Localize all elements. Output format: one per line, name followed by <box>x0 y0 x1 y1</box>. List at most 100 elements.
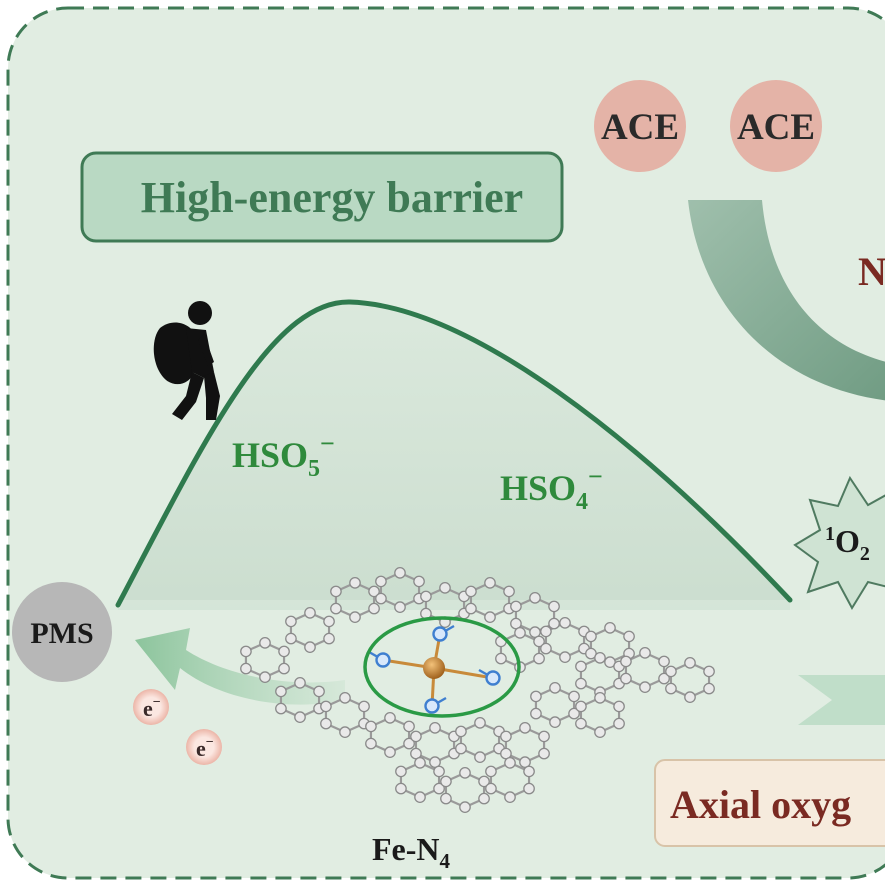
ace-circle-1 <box>594 80 686 172</box>
carbon-atom <box>323 615 335 628</box>
carbon-atom <box>613 717 625 730</box>
graphene-fe-n4-structure-icon <box>240 566 715 814</box>
carbon-atom <box>485 782 497 795</box>
carbon-atom <box>414 791 426 804</box>
carbon-atom <box>339 691 351 704</box>
carbon-atom <box>594 691 606 704</box>
carbon-atom <box>358 700 370 713</box>
carbon-atom <box>459 801 471 814</box>
carbon-atom <box>530 707 542 720</box>
carbon-atom <box>665 682 677 695</box>
carbon-atom <box>604 621 616 634</box>
axial-label: Axial oxyg <box>670 782 851 827</box>
carbon-atom <box>703 665 715 678</box>
carbon-atom <box>384 746 396 759</box>
carbon-atom <box>684 656 696 669</box>
carbon-atom <box>313 685 325 698</box>
carbon-atom <box>304 641 316 654</box>
carbon-atom <box>323 632 335 645</box>
carbon-atom <box>459 766 471 779</box>
carbon-atom <box>549 716 561 729</box>
carbon-atom <box>474 751 486 764</box>
carbon-atom <box>523 782 535 795</box>
carbon-atom <box>504 756 516 769</box>
carbon-atom <box>500 730 512 743</box>
carbon-atom <box>639 646 651 659</box>
carbon-atom <box>465 585 477 598</box>
carbon-atom <box>484 611 496 624</box>
carbon-atom <box>559 651 571 664</box>
carbon-atom <box>594 651 606 664</box>
carbon-atom <box>478 792 490 805</box>
carbon-atom <box>375 575 387 588</box>
carbon-atom <box>485 765 497 778</box>
carbon-atom <box>395 782 407 795</box>
carbon-atom <box>365 737 377 750</box>
carbon-atom <box>278 645 290 658</box>
carbon-atom <box>658 672 670 685</box>
carbon-atom <box>294 711 306 724</box>
barrier-label: High-energy barrier <box>141 173 523 222</box>
carbon-atom <box>375 592 387 605</box>
carbon-atom <box>410 730 422 743</box>
fe-n4-label: Fe-N4 <box>372 831 451 873</box>
carbon-atom <box>613 700 625 713</box>
carbon-atom <box>575 717 587 730</box>
carbon-atom <box>285 632 297 645</box>
hso5-label: HSO5− <box>232 429 335 482</box>
singlet-oxygen-label: 1O2 <box>825 523 870 565</box>
carbon-atom <box>440 792 452 805</box>
carbon-atom <box>639 681 651 694</box>
carbon-atom <box>349 576 361 589</box>
pms-label: PMS <box>30 617 93 650</box>
carbon-atom <box>665 665 677 678</box>
carbon-atom <box>414 756 426 769</box>
fe-n4-highlight-ellipse <box>363 616 521 718</box>
nitrogen-atom <box>485 670 501 686</box>
ace-label-2: ACE <box>737 107 815 148</box>
carbon-atom <box>420 590 432 603</box>
carbon-atom <box>429 721 441 734</box>
carbon-atom <box>495 652 507 665</box>
starburst-icon <box>793 475 885 611</box>
carbon-atom <box>503 585 515 598</box>
partial-n-label: N <box>858 249 885 294</box>
carbon-atom <box>620 655 632 668</box>
carbon-atom <box>540 642 552 655</box>
degradation-arc-arrow <box>688 200 885 401</box>
carbon-atom <box>594 726 606 739</box>
carbon-atom <box>658 655 670 668</box>
carbon-atom <box>330 585 342 598</box>
carbon-atom <box>440 775 452 788</box>
carbon-atom <box>259 671 271 684</box>
carbon-atom <box>320 700 332 713</box>
carbon-atom <box>504 791 516 804</box>
carbon-atom <box>368 585 380 598</box>
carbon-atom <box>368 602 380 615</box>
carbon-atom <box>478 775 490 788</box>
carbon-atom <box>484 576 496 589</box>
electron-1-label: e− <box>143 695 161 721</box>
carbon-atom <box>455 742 467 755</box>
carbon-atom <box>339 726 351 739</box>
hiker-with-backpack-icon <box>153 301 220 420</box>
nitrogen-atom <box>375 652 391 668</box>
ace-label-1: ACE <box>601 107 679 148</box>
carbon-atom <box>474 716 486 729</box>
pms-circle <box>12 582 112 682</box>
carbon-atom <box>403 720 415 733</box>
carbon-atom <box>240 645 252 658</box>
lower-band <box>110 600 810 610</box>
carbon-atom <box>465 602 477 615</box>
axial-label-box <box>654 759 885 847</box>
carbon-atom <box>533 635 545 648</box>
ace-circle-2 <box>730 80 822 172</box>
carbon-atom <box>394 566 406 579</box>
carbon-atom <box>559 616 571 629</box>
carbon-atom <box>395 765 407 778</box>
electron-2 <box>186 729 222 765</box>
carbon-atom <box>623 630 635 643</box>
right-transition-arrow <box>798 675 885 725</box>
